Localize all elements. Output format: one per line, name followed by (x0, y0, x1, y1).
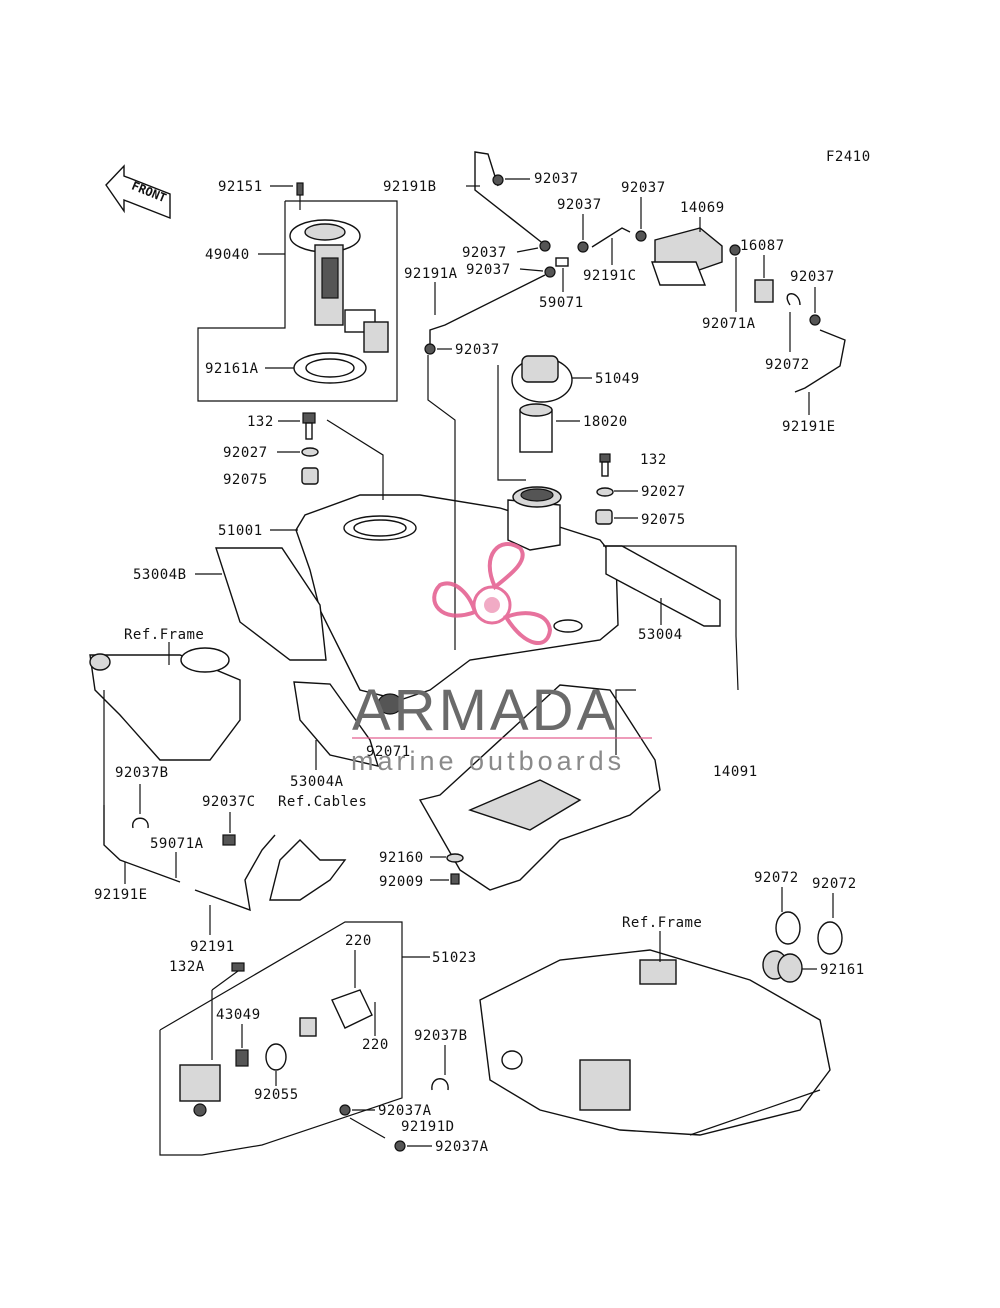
label-92072-a: 92072 (754, 870, 799, 886)
label-132A: 132A (169, 959, 205, 975)
frame-rear-fragment (479, 949, 831, 1136)
side-cover-53004B (215, 547, 327, 661)
fuel-cock-body (179, 1064, 221, 1117)
label-92037B-bottom: 92037B (414, 1028, 468, 1044)
label-92191C: 92191C (583, 268, 637, 284)
tank-mount-left-parts (301, 412, 319, 485)
hose-92191A (429, 274, 546, 345)
watermark-tagline: marine outboards (351, 746, 625, 776)
label-220-b: 220 (362, 1037, 389, 1053)
label-92037-e: 92037 (621, 180, 666, 196)
label-92161A: 92161A (205, 361, 259, 377)
label-92037-top: 92037 (534, 171, 579, 187)
watermark-brand: ARMADA (352, 678, 618, 743)
label-92055: 92055 (254, 1087, 299, 1103)
label-92037-a: 92037 (455, 342, 500, 358)
hose-92191E-right (794, 329, 846, 393)
label-53004B: 53004B (133, 567, 187, 583)
label-59071A: 59071A (150, 836, 204, 852)
armada-watermark-logo (432, 542, 553, 645)
label-53004A: 53004A (290, 774, 344, 790)
label-92037-c: 92037 (466, 262, 511, 278)
label-92151: 92151 (218, 179, 263, 195)
side-cover-53004A (293, 681, 380, 767)
ref-frame-label-left: Ref.Frame (124, 627, 204, 643)
fuel-cap-51049 (511, 355, 573, 403)
ref-cables-label: Ref.Cables (278, 794, 367, 810)
label-92009: 92009 (379, 874, 424, 890)
label-92072-b: 92072 (812, 876, 857, 892)
fuel-filter-16087 (754, 279, 774, 303)
label-92037-b: 92037 (462, 245, 507, 261)
label-92037A-2: 92037A (435, 1139, 489, 1155)
label-92027-right: 92027 (641, 484, 686, 500)
hose-92191B (474, 151, 546, 246)
label-92161: 92161 (820, 962, 865, 978)
canister-14069 (651, 227, 723, 286)
hose-92191C (591, 227, 631, 248)
label-14091: 14091 (713, 764, 758, 780)
label-92075-left: 92075 (223, 472, 268, 488)
label-92037A-1: 92037A (378, 1103, 432, 1119)
tee-59071 (555, 257, 569, 267)
boot-92161 (762, 950, 803, 983)
label-92191A: 92191A (404, 266, 458, 282)
label-92037-f: 92037 (790, 269, 835, 285)
label-16087: 16087 (740, 238, 785, 254)
pad-53004 (605, 545, 721, 627)
label-92027-left: 92027 (223, 445, 268, 461)
hose-92191 (194, 834, 276, 912)
label-92160: 92160 (379, 850, 424, 866)
label-132-left: 132 (247, 414, 274, 430)
label-92191E-right: 92191E (782, 419, 836, 435)
label-51049: 51049 (595, 371, 640, 387)
grommet-92071 (377, 693, 403, 715)
label-18020: 18020 (583, 414, 628, 430)
fuel-pump-group (197, 182, 398, 402)
label-220-a: 220 (345, 933, 372, 949)
label-92037C: 92037C (202, 794, 256, 810)
label-92071: 92071 (366, 744, 411, 760)
label-92075-right: 92075 (641, 512, 686, 528)
label-51023: 51023 (432, 950, 477, 966)
label-53004: 53004 (638, 627, 683, 643)
ref-frame-label-rear: Ref.Frame (622, 915, 702, 931)
cables-fragment (269, 839, 347, 901)
label-59071: 59071 (539, 295, 584, 311)
label-49040: 49040 (205, 247, 250, 263)
skid-plate-14091 (418, 684, 661, 891)
label-43049: 43049 (216, 1007, 261, 1023)
label-92191B: 92191B (383, 179, 437, 195)
fuel-cock-group-box (159, 921, 403, 1156)
strainer-18020 (519, 403, 553, 453)
frame-left-fragment (89, 647, 241, 761)
label-92191D: 92191D (401, 1119, 455, 1135)
label-14069: 14069 (680, 200, 725, 216)
label-92191: 92191 (190, 939, 235, 955)
front-arrow-icon: FRONT (105, 164, 171, 220)
figure-code: F2410 (826, 149, 871, 165)
fuel-tank (295, 486, 619, 701)
label-92072-top: 92072 (765, 357, 810, 373)
label-51001: 51001 (218, 523, 263, 539)
label-92191E-left: 92191E (94, 887, 148, 903)
hose-92191E-left (103, 805, 181, 883)
label-132-right: 132 (640, 452, 667, 468)
label-92037B-left: 92037B (115, 765, 169, 781)
label-92071A: 92071A (702, 316, 756, 332)
label-92037-d: 92037 (557, 197, 602, 213)
tank-mount-right-parts (595, 453, 614, 525)
